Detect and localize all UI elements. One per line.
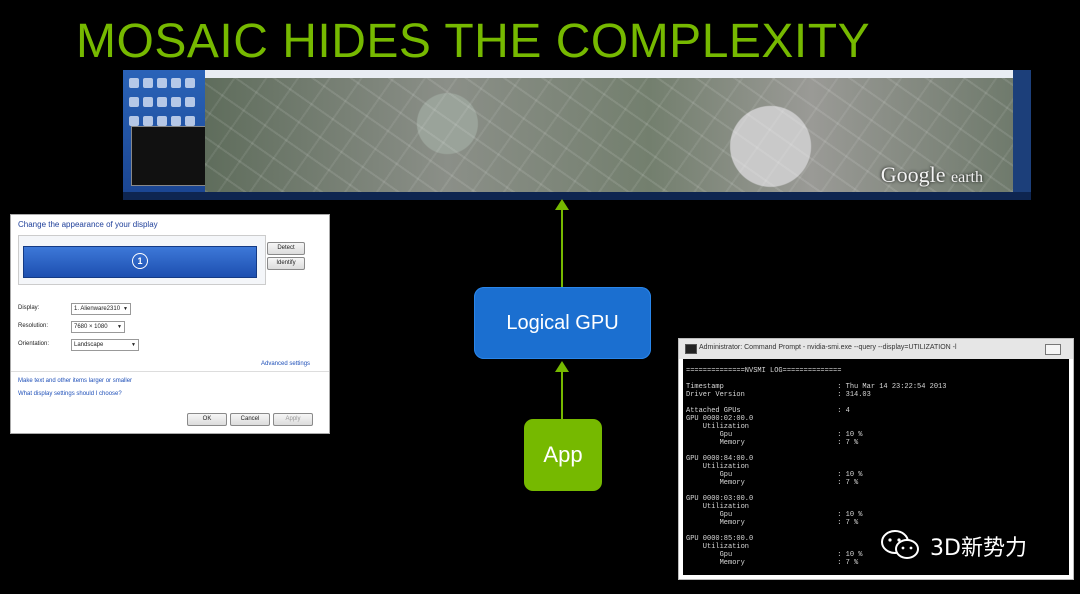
terminal-line: Memory : 7 % (686, 519, 859, 527)
desktop-icons (127, 76, 201, 133)
monitor-number: 1 (132, 253, 148, 269)
resolution-value: 7680 × 1080 (74, 324, 108, 330)
wechat-icon (881, 530, 919, 559)
terminal-line: Attached GPUs : 4 (686, 407, 850, 415)
dialog-heading: Change the appearance of your display (18, 220, 158, 229)
text-size-link[interactable]: Make text and other items larger or smal… (18, 378, 133, 384)
divider (11, 371, 329, 372)
terminal-line: Utilization (686, 543, 750, 551)
command-prompt-window: Administrator: Command Prompt - nvidia-s… (678, 338, 1074, 580)
orientation-value: Landscape (74, 342, 104, 348)
display-value: 1. Alienware2310 (74, 306, 121, 312)
display-select[interactable]: 1. Alienware2310▼ (71, 303, 131, 315)
terminal-line: Driver Version : 314.03 (686, 391, 871, 399)
terminal-line: Gpu : 10 % (686, 471, 863, 479)
arrowhead-up-icon (555, 361, 569, 372)
mosaic-screenshot: Google earth (123, 70, 1031, 200)
cancel-button[interactable]: Cancel (230, 413, 270, 426)
chevron-down-icon: ▼ (117, 324, 122, 330)
arrowhead-up-icon (555, 199, 569, 210)
google-earth-map (205, 78, 1013, 192)
terminal-line: ==============NVSMI LOG============== (686, 367, 842, 375)
arrow-to-mosaic (561, 208, 563, 288)
terminal-line: GPU 0000:02:00.0 (686, 415, 754, 423)
terminal-line: Utilization (686, 463, 750, 471)
logical-gpu-box: Logical GPU (474, 287, 651, 359)
terminal-line: Utilization (686, 423, 750, 431)
terminal-line: Gpu : 10 % (686, 551, 863, 559)
earth-suffix: earth (951, 169, 983, 186)
chevron-down-icon: ▼ (123, 306, 128, 312)
google-earth-toolbar (205, 70, 1013, 78)
terminal-line: Memory : 7 % (686, 559, 859, 567)
terminal-line: Gpu : 10 % (686, 511, 863, 519)
display-label: Display: (18, 305, 40, 311)
google-brand: Google (880, 162, 946, 187)
terminal-line: GPU 0000:84:00.0 (686, 455, 754, 463)
terminal-line: Memory : 7 % (686, 439, 859, 447)
resolution-label: Resolution: (18, 323, 49, 329)
taskbar (123, 192, 1031, 200)
terminal-titlebar: Administrator: Command Prompt - nvidia-s… (679, 339, 1073, 359)
which-settings-link[interactable]: What display settings should I choose? (18, 391, 122, 397)
apply-button[interactable]: Apply (273, 413, 313, 426)
slide-title: MOSAIC HIDES THE COMPLEXITY (76, 15, 871, 68)
monitor-1[interactable]: 1 (23, 246, 257, 278)
app-box: App (524, 419, 602, 491)
minimize-button[interactable] (1045, 344, 1061, 355)
terminal-line: Memory : 7 % (686, 479, 859, 487)
terminal-line: GPU 0000:85:00.0 (686, 535, 754, 543)
arrow-to-logical-gpu (561, 370, 563, 420)
advanced-settings-link[interactable]: Advanced settings (261, 361, 311, 367)
terminal-line: Timestamp : Thu Mar 14 23:22:54 2013 (686, 383, 947, 391)
desktop-area (123, 70, 209, 200)
mini-terminal (131, 126, 209, 186)
monitor-preview-area: 1 (18, 235, 266, 285)
terminal-line: GPU 0000:03:00.0 (686, 495, 754, 503)
ok-button[interactable]: OK (187, 413, 227, 426)
chevron-down-icon: ▼ (131, 342, 136, 348)
display-settings-dialog: Change the appearance of your display 1 … (10, 214, 330, 434)
detect-button[interactable]: Detect (267, 242, 305, 255)
google-earth-logo: Google earth (881, 162, 983, 188)
terminal-line: Gpu : 10 % (686, 431, 863, 439)
orientation-select[interactable]: Landscape ▼ (71, 339, 139, 351)
orientation-label: Orientation: (18, 341, 50, 347)
terminal-output[interactable]: ==============NVSMI LOG============== Tim… (683, 359, 1069, 575)
terminal-title: Administrator: Command Prompt - nvidia-s… (699, 344, 957, 351)
watermark-text: 3D新势力 (930, 536, 1027, 561)
identify-button[interactable]: Identify (267, 257, 305, 270)
resolution-select[interactable]: 7680 × 1080 ▼ (71, 321, 125, 333)
terminal-line: Utilization (686, 503, 750, 511)
terminal-icon (685, 344, 697, 354)
